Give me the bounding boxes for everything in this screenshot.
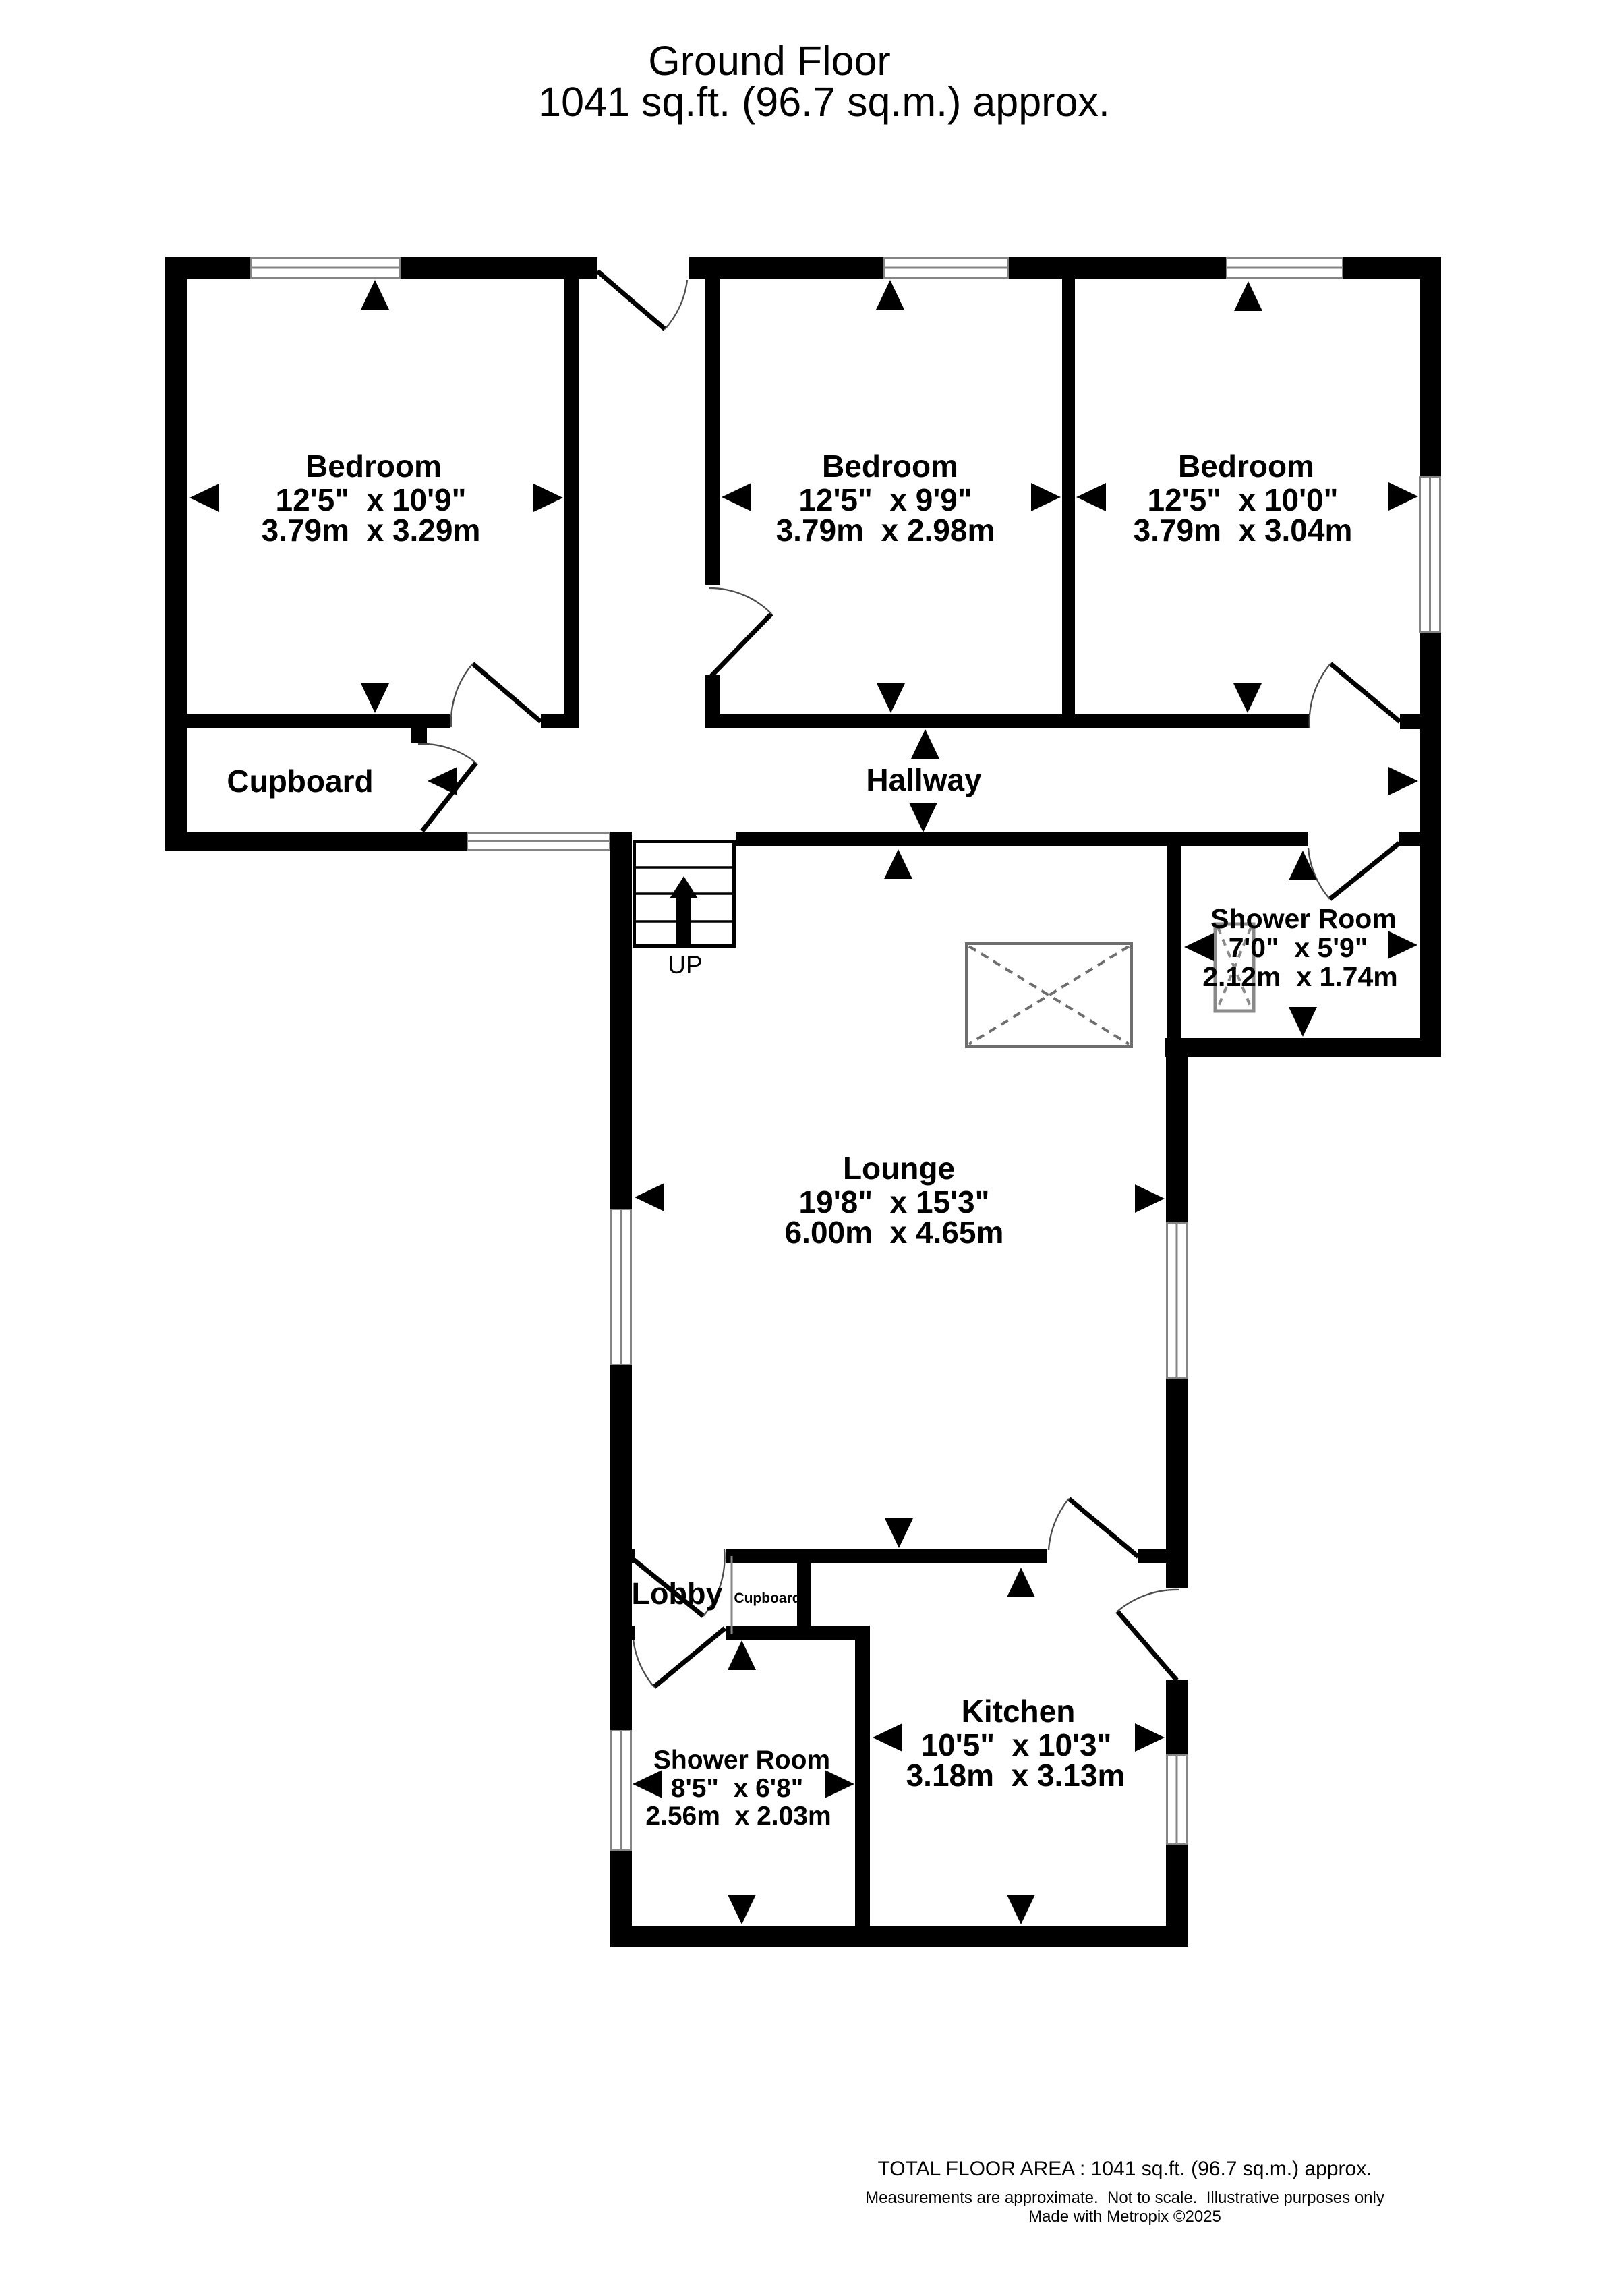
svg-text:Shower Room: Shower Room: [1210, 903, 1397, 934]
svg-text:TOTAL FLOOR AREA : 1041 sq.ft.: TOTAL FLOOR AREA : 1041 sq.ft. (96.7 sq.…: [877, 2158, 1372, 2180]
svg-text:7'0" x 5'9": 7'0" x 5'9": [1229, 932, 1368, 963]
svg-text:Bedroom: Bedroom: [1178, 449, 1314, 484]
svg-text:6.00m x 4.65m: 6.00m x 4.65m: [785, 1215, 1004, 1250]
svg-text:Made with Metropix ©2025: Made with Metropix ©2025: [1028, 2208, 1221, 2226]
svg-text:UP: UP: [668, 951, 702, 979]
svg-text:3.18m x 3.13m: 3.18m x 3.13m: [906, 1758, 1125, 1793]
svg-text:1041 sq.ft. (96.7 sq.m.) appro: 1041 sq.ft. (96.7 sq.m.) approx.: [538, 79, 1110, 125]
svg-text:2.12m x 1.74m: 2.12m x 1.74m: [1202, 961, 1397, 992]
svg-text:Bedroom: Bedroom: [305, 449, 442, 484]
svg-text:Lounge: Lounge: [843, 1151, 955, 1186]
svg-text:Ground Floor: Ground Floor: [648, 38, 890, 84]
svg-text:Measurements are approximate.: Measurements are approximate. Not to sca…: [865, 2189, 1384, 2207]
svg-text:3.79m x 3.04m: 3.79m x 3.04m: [1134, 513, 1353, 548]
svg-text:3.79m x 3.29m: 3.79m x 3.29m: [262, 513, 481, 548]
svg-text:2.56m x 2.03m: 2.56m x 2.03m: [645, 1802, 831, 1831]
svg-text:19'8" x 15'3": 19'8" x 15'3": [799, 1184, 990, 1219]
svg-text:3.79m x 2.98m: 3.79m x 2.98m: [776, 513, 995, 548]
svg-text:12'5" x 9'9": 12'5" x 9'9": [798, 482, 972, 517]
svg-text:8'5" x 6'8": 8'5" x 6'8": [671, 1774, 804, 1803]
svg-text:Bedroom: Bedroom: [822, 449, 958, 484]
svg-text:Hallway: Hallway: [866, 762, 982, 797]
svg-text:Shower Room: Shower Room: [653, 1746, 830, 1775]
svg-text:Kitchen: Kitchen: [962, 1694, 1076, 1729]
svg-text:12'5" x 10'9": 12'5" x 10'9": [276, 482, 467, 517]
svg-text:10'5" x 10'3": 10'5" x 10'3": [921, 1727, 1112, 1762]
svg-text:Lobby: Lobby: [632, 1576, 723, 1611]
svg-text:Cupboard: Cupboard: [734, 1590, 800, 1606]
svg-text:12'5" x 10'0": 12'5" x 10'0": [1148, 482, 1339, 517]
svg-text:Cupboard: Cupboard: [227, 764, 373, 799]
